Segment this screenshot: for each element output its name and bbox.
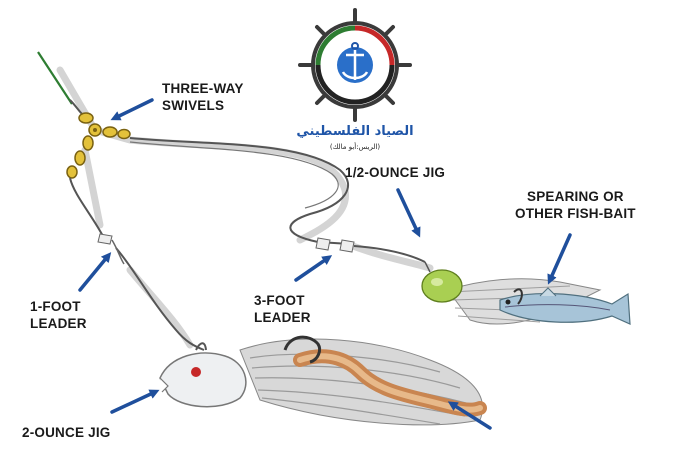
arrow-swivels [110, 98, 154, 121]
arrow-half-ounce-jig [396, 188, 421, 238]
watermark-subtitle: (الريس:أبو مالك) [329, 143, 381, 151]
arrow-fish-bait [547, 233, 572, 285]
main-line [37, 51, 73, 105]
watermark-title: الصياد الفلسطيني [296, 124, 414, 139]
line-shadows [56, 66, 434, 349]
label-one-foot-leader: 1-FOOT LEADER [30, 298, 87, 332]
arrow-one-foot-leader [78, 252, 112, 292]
label-one-foot-leader-line2: LEADER [30, 316, 87, 331]
arrows [78, 98, 572, 430]
label-three-way-swivels-line2: SWIVELS [162, 98, 225, 113]
label-three-foot-leader-line2: LEADER [254, 310, 311, 325]
label-one-foot-leader-line1: 1-FOOT [30, 299, 81, 314]
label-spearing-line1: SPEARING OR [527, 189, 624, 204]
label-three-way-swivels: THREE-WAY SWIVELS [162, 80, 244, 114]
label-spearing-line2: OTHER FISH-BAIT [515, 206, 636, 221]
label-three-foot-leader-line1: 3-FOOT [254, 293, 305, 308]
arrow-three-foot-leader [294, 255, 333, 282]
arrow-worm [447, 401, 492, 430]
label-three-way-swivels-line1: THREE-WAY [162, 81, 244, 96]
label-half-ounce-jig: 1/2-OUNCE JIG [345, 165, 446, 180]
fish-bait [499, 287, 631, 325]
one-foot-leader-line [69, 177, 105, 239]
label-spearing: SPEARING OR OTHER FISH-BAIT [515, 188, 636, 222]
jig-line [115, 247, 205, 351]
three-foot-leader-line [129, 137, 351, 245]
three-way-swivel [66, 112, 131, 179]
two-ounce-jig [159, 335, 487, 426]
label-three-foot-leader: 3-FOOT LEADER [254, 292, 311, 326]
label-two-ounce-jig: 2-OUNCE JIG [22, 425, 111, 440]
arrow-two-ounce-jig [110, 389, 160, 414]
watermark-logo [298, 8, 412, 122]
